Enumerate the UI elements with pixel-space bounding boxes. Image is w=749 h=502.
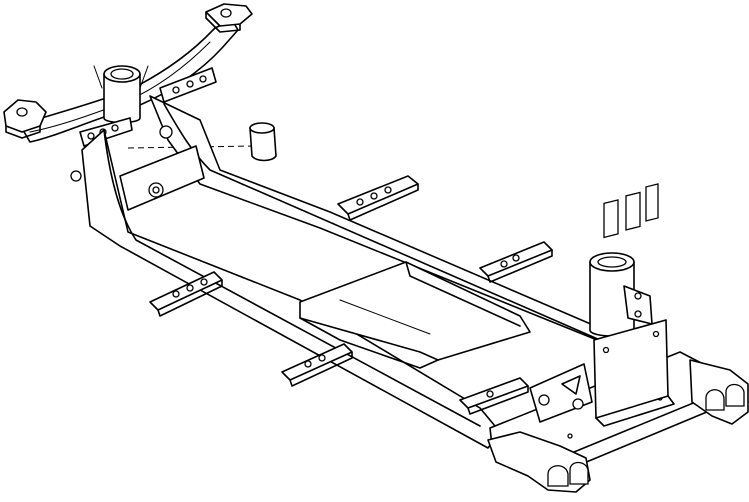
rear-crossmember [119, 145, 205, 211]
outrigger-front-left [281, 343, 353, 387]
outrigger-rear-left [149, 271, 223, 317]
outrigger-front-center [459, 377, 529, 415]
rear-hole-plate-right [159, 67, 217, 103]
right-mounting-bracket [205, 3, 253, 33]
front-right-eye-mount [689, 359, 749, 425]
loose-sleeve [249, 122, 277, 162]
steering-box-mount [529, 363, 593, 423]
left-mounting-bracket [3, 99, 47, 139]
rear-bolt [70, 170, 82, 182]
rear-nut [159, 125, 173, 139]
rear-post [93, 65, 149, 124]
outrigger-rear-right [337, 175, 419, 221]
front-left-eye-mount [487, 431, 591, 493]
outrigger-mid-right [479, 241, 553, 283]
left-frame-rail [81, 129, 501, 449]
center-skid-pan [299, 261, 531, 369]
column-mounting-plate [593, 183, 675, 427]
upper-tab-bracket [623, 285, 653, 325]
